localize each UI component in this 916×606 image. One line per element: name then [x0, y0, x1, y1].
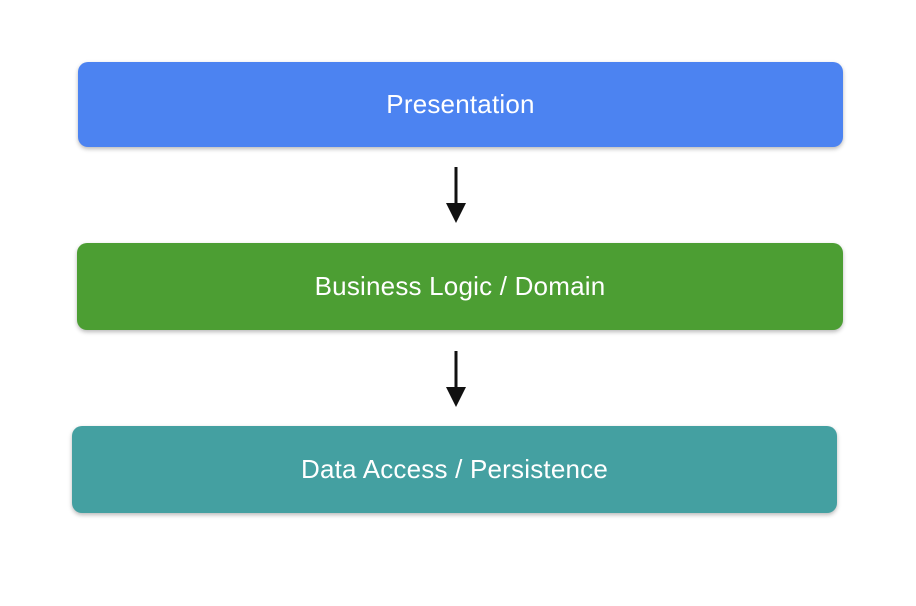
layer-label-presentation: Presentation: [386, 89, 535, 119]
layer-node-presentation: Presentation: [78, 62, 843, 147]
layer-label-data-access: Data Access / Persistence: [300, 454, 609, 484]
layer-node-business-logic: Business Logic / Domain: [77, 243, 843, 330]
down-arrow-icon: [446, 351, 466, 407]
down-arrow-icon: [446, 167, 466, 223]
layer-label-business-logic: Business Logic / Domain: [314, 271, 606, 301]
layer-node-data-access: Data Access / Persistence: [72, 426, 837, 513]
